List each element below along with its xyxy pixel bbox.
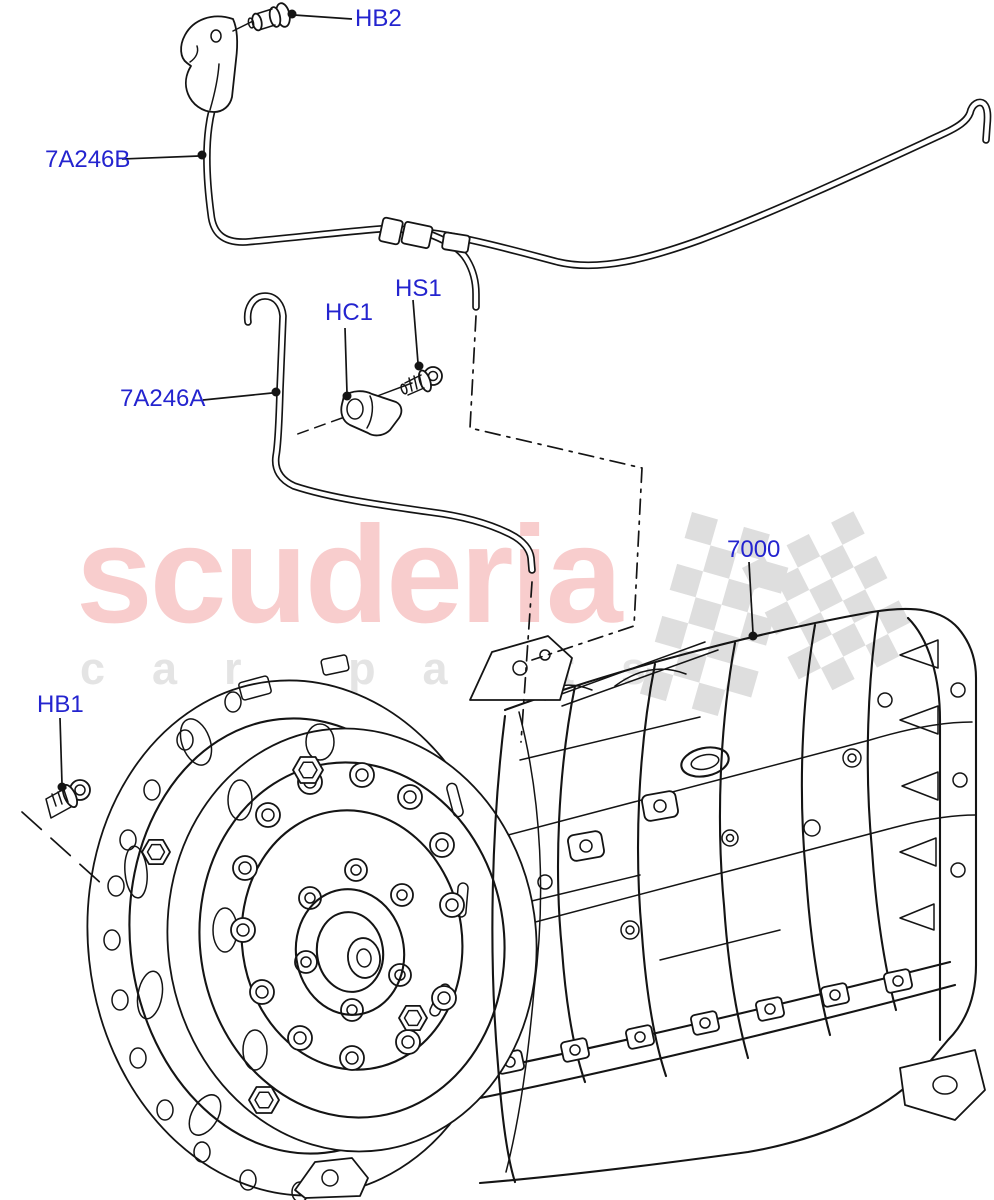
crank-hub — [294, 888, 406, 1016]
transmission-line-art — [21, 2, 992, 1200]
leader-dot — [271, 387, 281, 397]
tube-bracket — [180, 15, 239, 113]
part-label-7a246a[interactable]: 7A246A — [120, 385, 205, 412]
bolt-hb1 — [21, 779, 105, 887]
hub-bolt-washers — [294, 858, 414, 1022]
part-label-7a246b[interactable]: 7A246B — [45, 146, 130, 173]
top-lug — [469, 635, 573, 701]
tube-routing-dashdot-lines — [469, 315, 643, 743]
tube-7A246B — [203, 98, 992, 311]
watermark-brand-text: scuderia — [76, 498, 624, 652]
part-label-7000[interactable]: 7000 — [727, 536, 780, 563]
bolt-hb2 — [232, 2, 291, 32]
part-label-hb1[interactable]: HB1 — [37, 691, 84, 718]
leader-dot — [748, 631, 758, 641]
flexplate — [141, 723, 538, 1153]
label-7a246b: 7A246B — [45, 146, 207, 173]
leader-dot — [197, 150, 207, 160]
part-label-hb2[interactable]: HB2 — [355, 5, 402, 32]
label-hb2: HB2 — [287, 5, 402, 32]
leader-dot — [414, 361, 424, 371]
leader-dot — [57, 782, 67, 792]
part-label-hs1[interactable]: HS1 — [395, 275, 442, 302]
pan-bolt-lugs — [495, 968, 913, 1075]
label-7a246a: 7A246A — [120, 385, 281, 412]
label-hs1: HS1 — [395, 275, 442, 371]
leader-dot — [287, 9, 297, 19]
screw-hs1 — [400, 366, 443, 396]
clip-hc1 — [291, 382, 413, 437]
gearbox-case — [458, 607, 986, 1185]
label-7000: 7000 — [727, 536, 780, 641]
watermark-subtext: car parts — [80, 643, 693, 694]
bottom-tab — [294, 1157, 369, 1199]
leader-dot — [342, 391, 352, 401]
hb1-route-dash — [21, 811, 105, 887]
tube-7A246A — [243, 292, 536, 574]
case-joint-lines — [491, 711, 542, 1184]
label-hc1: HC1 — [325, 299, 373, 401]
part-labels: HB2 7A246B HC1 HS1 7A246A 7000 — [37, 5, 780, 792]
clip-route-dash — [291, 417, 343, 437]
flange-hex-bolts — [141, 756, 428, 1114]
adapter-plate — [899, 616, 986, 1121]
label-hb1: HB1 — [37, 691, 84, 792]
part-label-hc1[interactable]: HC1 — [325, 299, 373, 326]
